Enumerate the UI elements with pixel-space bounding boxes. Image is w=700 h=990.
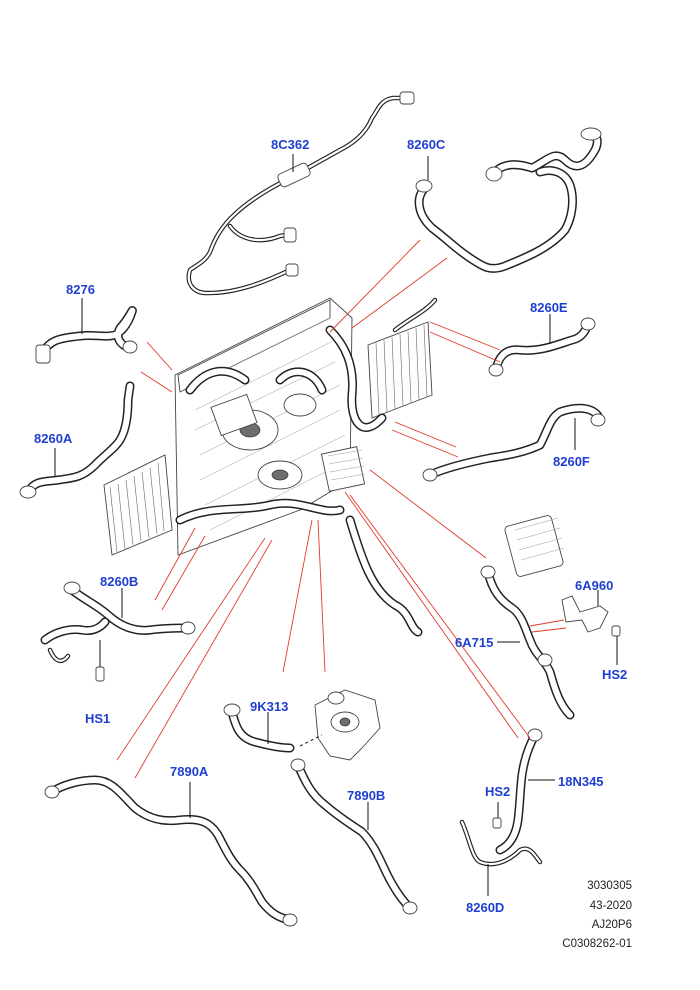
label-HS2-upper: HS2	[602, 667, 627, 682]
part-8260C	[414, 127, 602, 273]
label-8260B: 8260B	[100, 574, 138, 589]
part-6A960	[561, 590, 621, 665]
ref-line-3: AJ20P6	[592, 919, 632, 931]
part-8260D	[459, 802, 543, 896]
reference-block: 3030305 43-2020 AJ20P6 C0308262-01	[562, 880, 632, 950]
water-pump	[299, 689, 381, 761]
label-8260D: 8260D	[466, 900, 504, 915]
label-HS2-lower: HS2	[485, 784, 510, 799]
label-HS1: HS1	[85, 711, 110, 726]
part-9K313	[223, 703, 295, 753]
part-8260F	[422, 403, 606, 482]
part-8260E	[488, 314, 596, 377]
part-7890A	[44, 775, 298, 927]
label-7890B: 7890B	[347, 788, 385, 803]
label-8260E: 8260E	[530, 300, 568, 315]
part-8C362	[186, 91, 415, 296]
label-8260C: 8260C	[407, 137, 446, 152]
part-6A715	[480, 515, 575, 720]
ref-line-1: 3030305	[587, 880, 632, 892]
part-8260A	[19, 381, 135, 499]
label-7890A: 7890A	[170, 764, 209, 779]
label-8C362: 8C362	[271, 137, 309, 152]
label-8276: 8276	[66, 282, 95, 297]
callout-lines	[116, 239, 567, 779]
part-18N345	[495, 728, 555, 855]
label-6A960: 6A960	[575, 578, 613, 593]
part-labels: 8C362 8260C 8276 8260E 8260A 8260F 6A960…	[34, 137, 627, 915]
ref-line-4: C0308262-01	[562, 938, 632, 950]
label-6A715: 6A715	[455, 635, 493, 650]
part-8276	[35, 298, 138, 364]
part-7890B	[290, 758, 418, 915]
label-8260A: 8260A	[34, 431, 73, 446]
label-18N345: 18N345	[558, 774, 604, 789]
label-9K313: 9K313	[250, 699, 288, 714]
part-8260B	[40, 581, 196, 682]
engine-cooling-assembly	[103, 297, 438, 637]
ref-line-2: 43-2020	[590, 900, 632, 912]
label-8260F: 8260F	[553, 454, 590, 469]
